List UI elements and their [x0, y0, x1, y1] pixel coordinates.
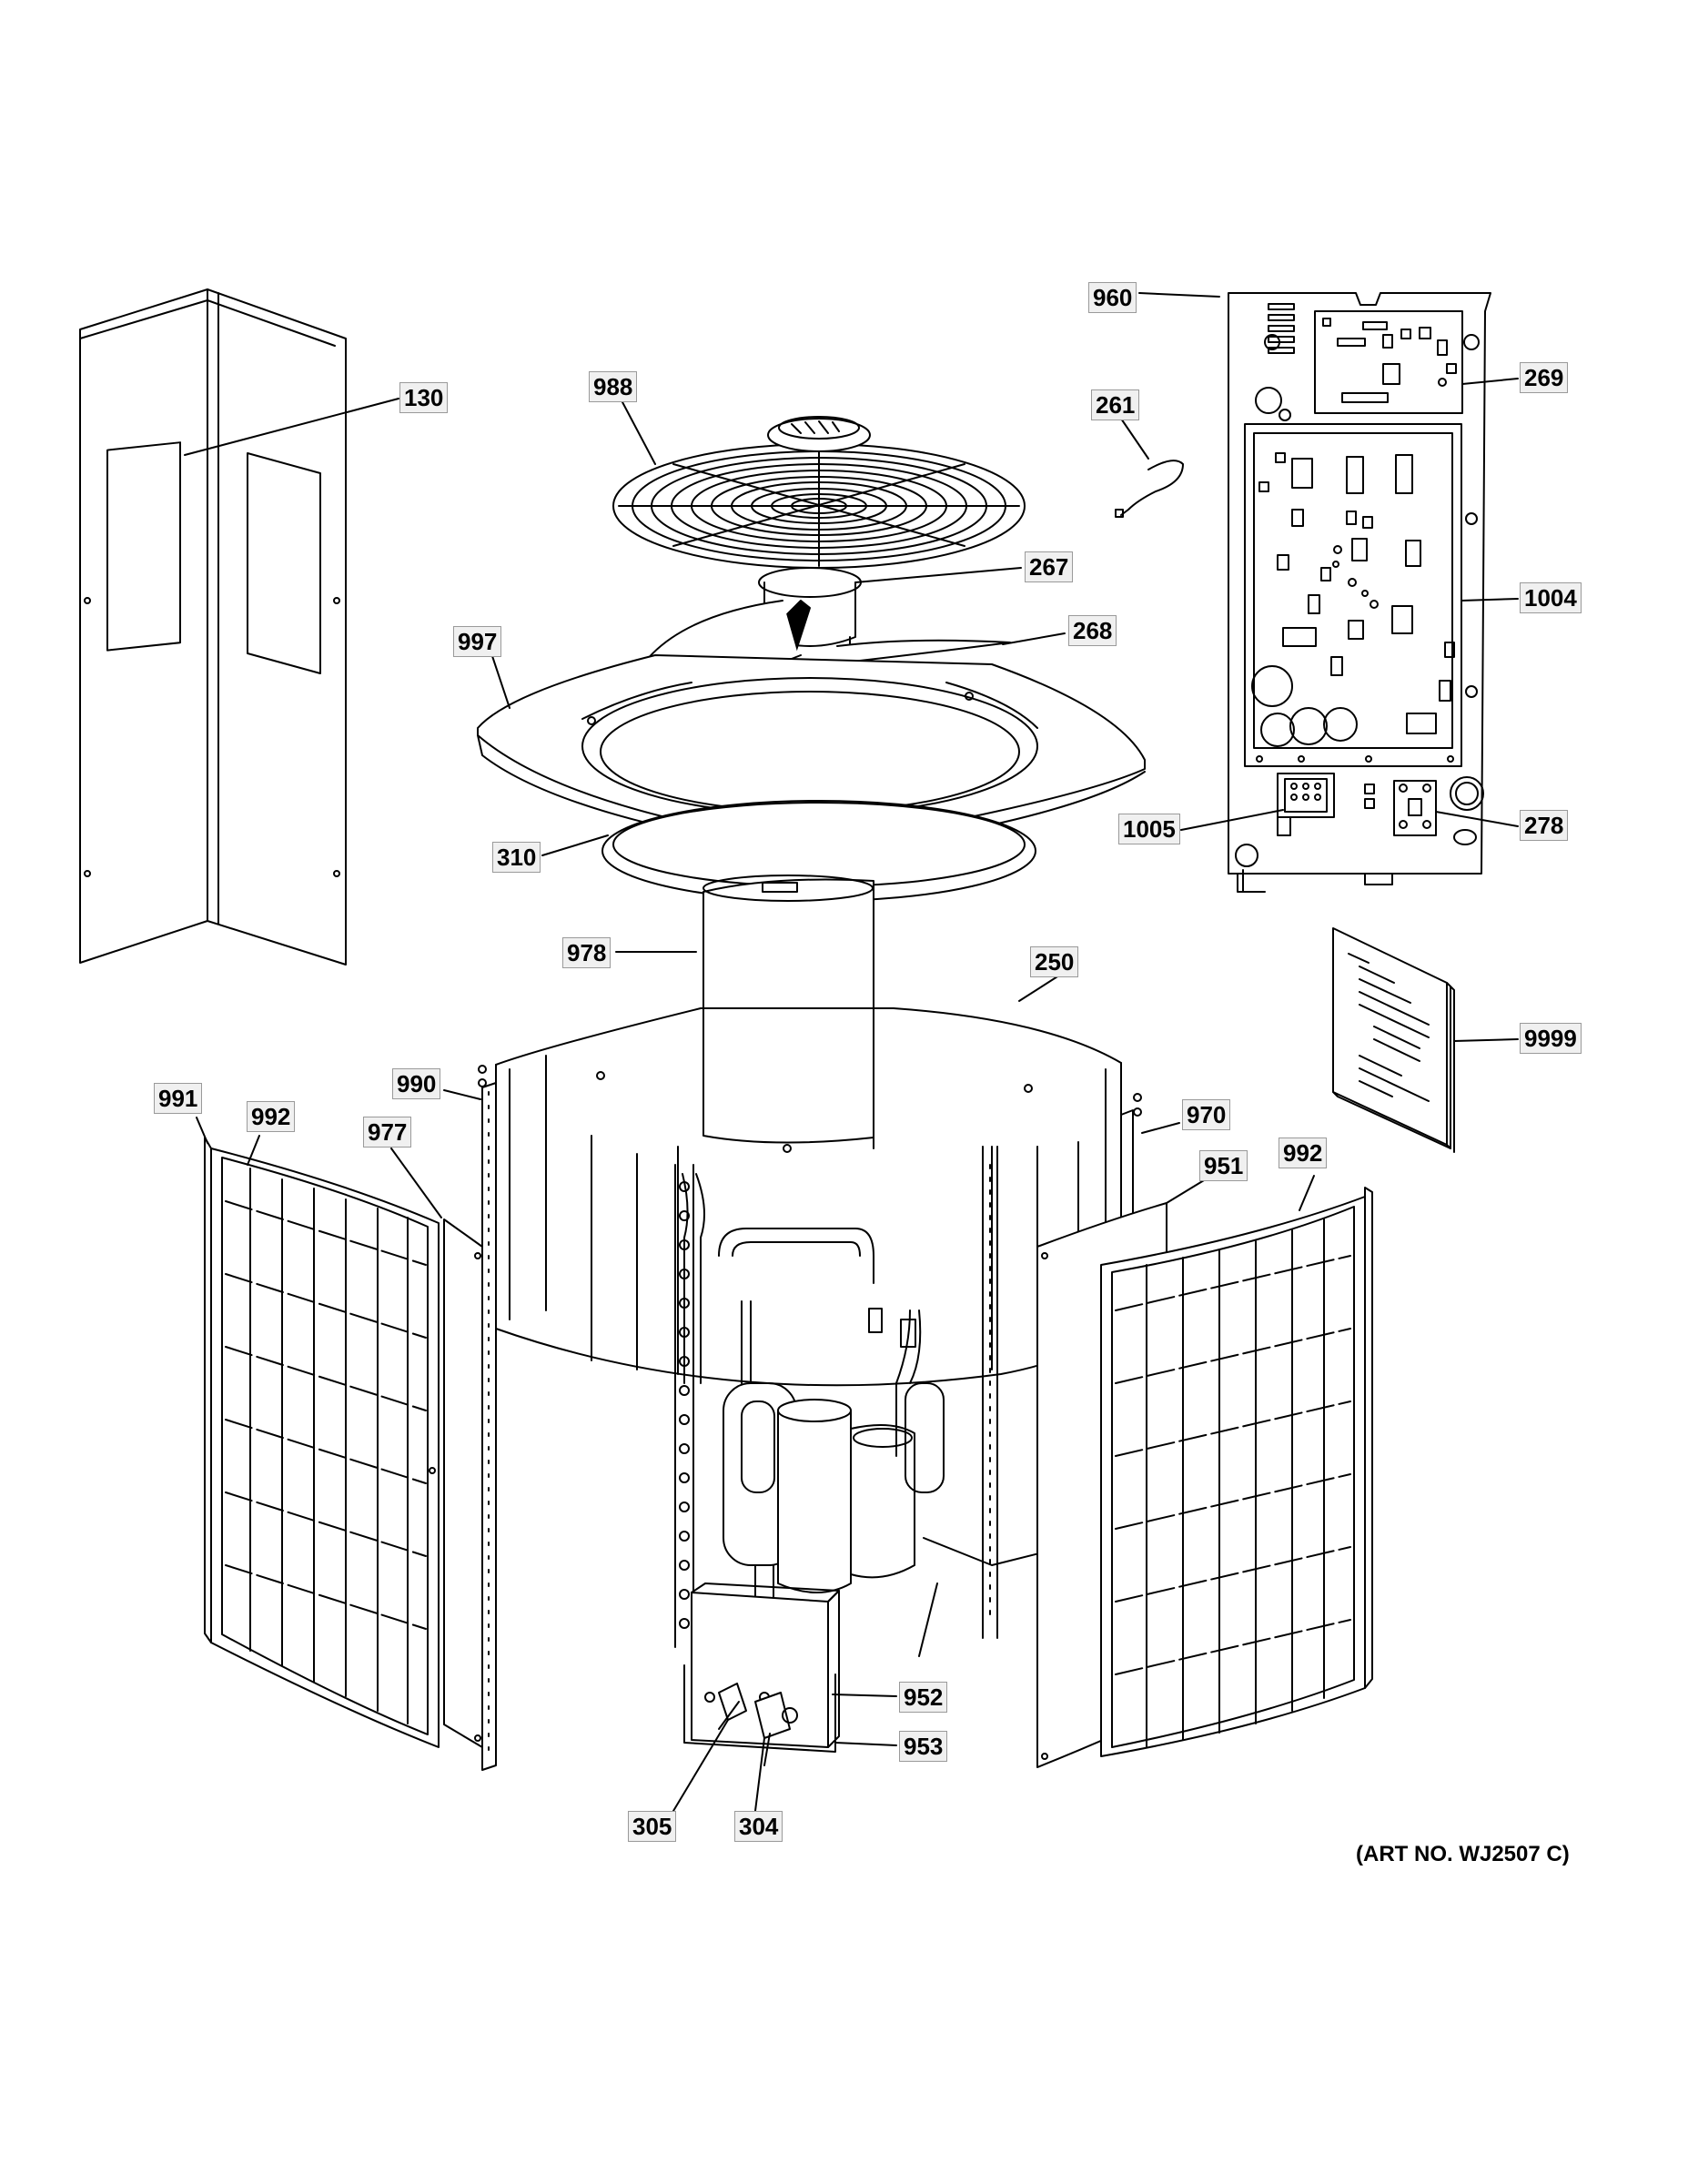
leader-1004: [1461, 598, 1519, 602]
leader-988: [621, 399, 656, 465]
leader-991: [196, 1117, 208, 1144]
callout-977[interactable]: 977: [363, 1117, 412, 1148]
terminal-block-1005: [1277, 773, 1375, 836]
side-panel-977: [429, 1218, 483, 1748]
callout-990[interactable]: 990: [392, 1068, 441, 1099]
leader-305: [672, 1719, 729, 1812]
callout-991[interactable]: 991: [154, 1083, 203, 1114]
callout-250[interactable]: 250: [1030, 946, 1079, 977]
callout-960[interactable]: 960: [1088, 282, 1137, 313]
art-number: (ART NO. WJ2507 C): [1356, 1842, 1570, 1866]
manual-9999: [1332, 927, 1455, 1153]
contactor-278: [1393, 776, 1484, 845]
leader-953: [834, 1742, 897, 1746]
callout-278[interactable]: 278: [1520, 810, 1569, 841]
callout-997[interactable]: 997: [453, 626, 502, 657]
leader-992-left: [247, 1135, 260, 1166]
callout-305[interactable]: 305: [628, 1811, 677, 1842]
leader-304: [754, 1737, 765, 1812]
leader-9999: [1453, 1038, 1519, 1042]
leader-269: [1461, 378, 1519, 385]
leader-951: [1166, 1177, 1209, 1204]
callout-970[interactable]: 970: [1182, 1099, 1231, 1130]
leader-268: [1002, 632, 1066, 645]
leader-992-right: [1299, 1175, 1315, 1211]
coil-tube-ends: [674, 1164, 694, 1648]
leader-997: [490, 652, 510, 709]
leader-267: [854, 567, 1022, 583]
compressor-assembly: [682, 1173, 1066, 1657]
callout-952[interactable]: 952: [899, 1682, 948, 1713]
leader-952: [832, 1694, 897, 1697]
callout-267[interactable]: 267: [1025, 551, 1074, 582]
callout-988[interactable]: 988: [589, 371, 638, 402]
callout-130[interactable]: 130: [399, 382, 449, 413]
leader-278: [1435, 811, 1519, 827]
service-valves: [718, 1683, 798, 1766]
control-board-269: [1314, 310, 1463, 414]
callout-261[interactable]: 261: [1091, 389, 1140, 420]
sensor-wire-261: [1115, 460, 1184, 518]
corner-panel-130: [79, 288, 347, 966]
callout-951[interactable]: 951: [1199, 1150, 1248, 1181]
leader-310: [541, 834, 609, 856]
coil-right-strip: [982, 1146, 998, 1639]
left-grille-992: [204, 1137, 440, 1748]
callout-269[interactable]: 269: [1520, 362, 1569, 393]
top-cover-997: [477, 654, 1146, 856]
leader-1005: [1180, 809, 1284, 831]
main-board-1004: [1244, 423, 1462, 767]
callout-1004[interactable]: 1004: [1520, 582, 1582, 613]
column-cover-978: [702, 875, 874, 1149]
leader-130: [184, 398, 399, 456]
callout-992-right[interactable]: 992: [1279, 1138, 1328, 1168]
callout-953[interactable]: 953: [899, 1731, 948, 1762]
callout-310[interactable]: 310: [492, 842, 541, 873]
callout-1005[interactable]: 1005: [1118, 814, 1180, 844]
leader-960: [1138, 292, 1220, 298]
leader-977: [390, 1148, 442, 1218]
leader-970: [1141, 1122, 1180, 1134]
leader-990: [443, 1089, 481, 1100]
callout-268[interactable]: 268: [1068, 615, 1117, 646]
callout-9999[interactable]: 9999: [1520, 1023, 1582, 1054]
callout-978[interactable]: 978: [562, 937, 612, 968]
callout-304[interactable]: 304: [734, 1811, 783, 1842]
callout-992-left[interactable]: 992: [247, 1101, 296, 1132]
leader-261: [1120, 418, 1149, 460]
right-grille-992: [1100, 1187, 1373, 1757]
fan-grille-988: [612, 416, 1026, 569]
